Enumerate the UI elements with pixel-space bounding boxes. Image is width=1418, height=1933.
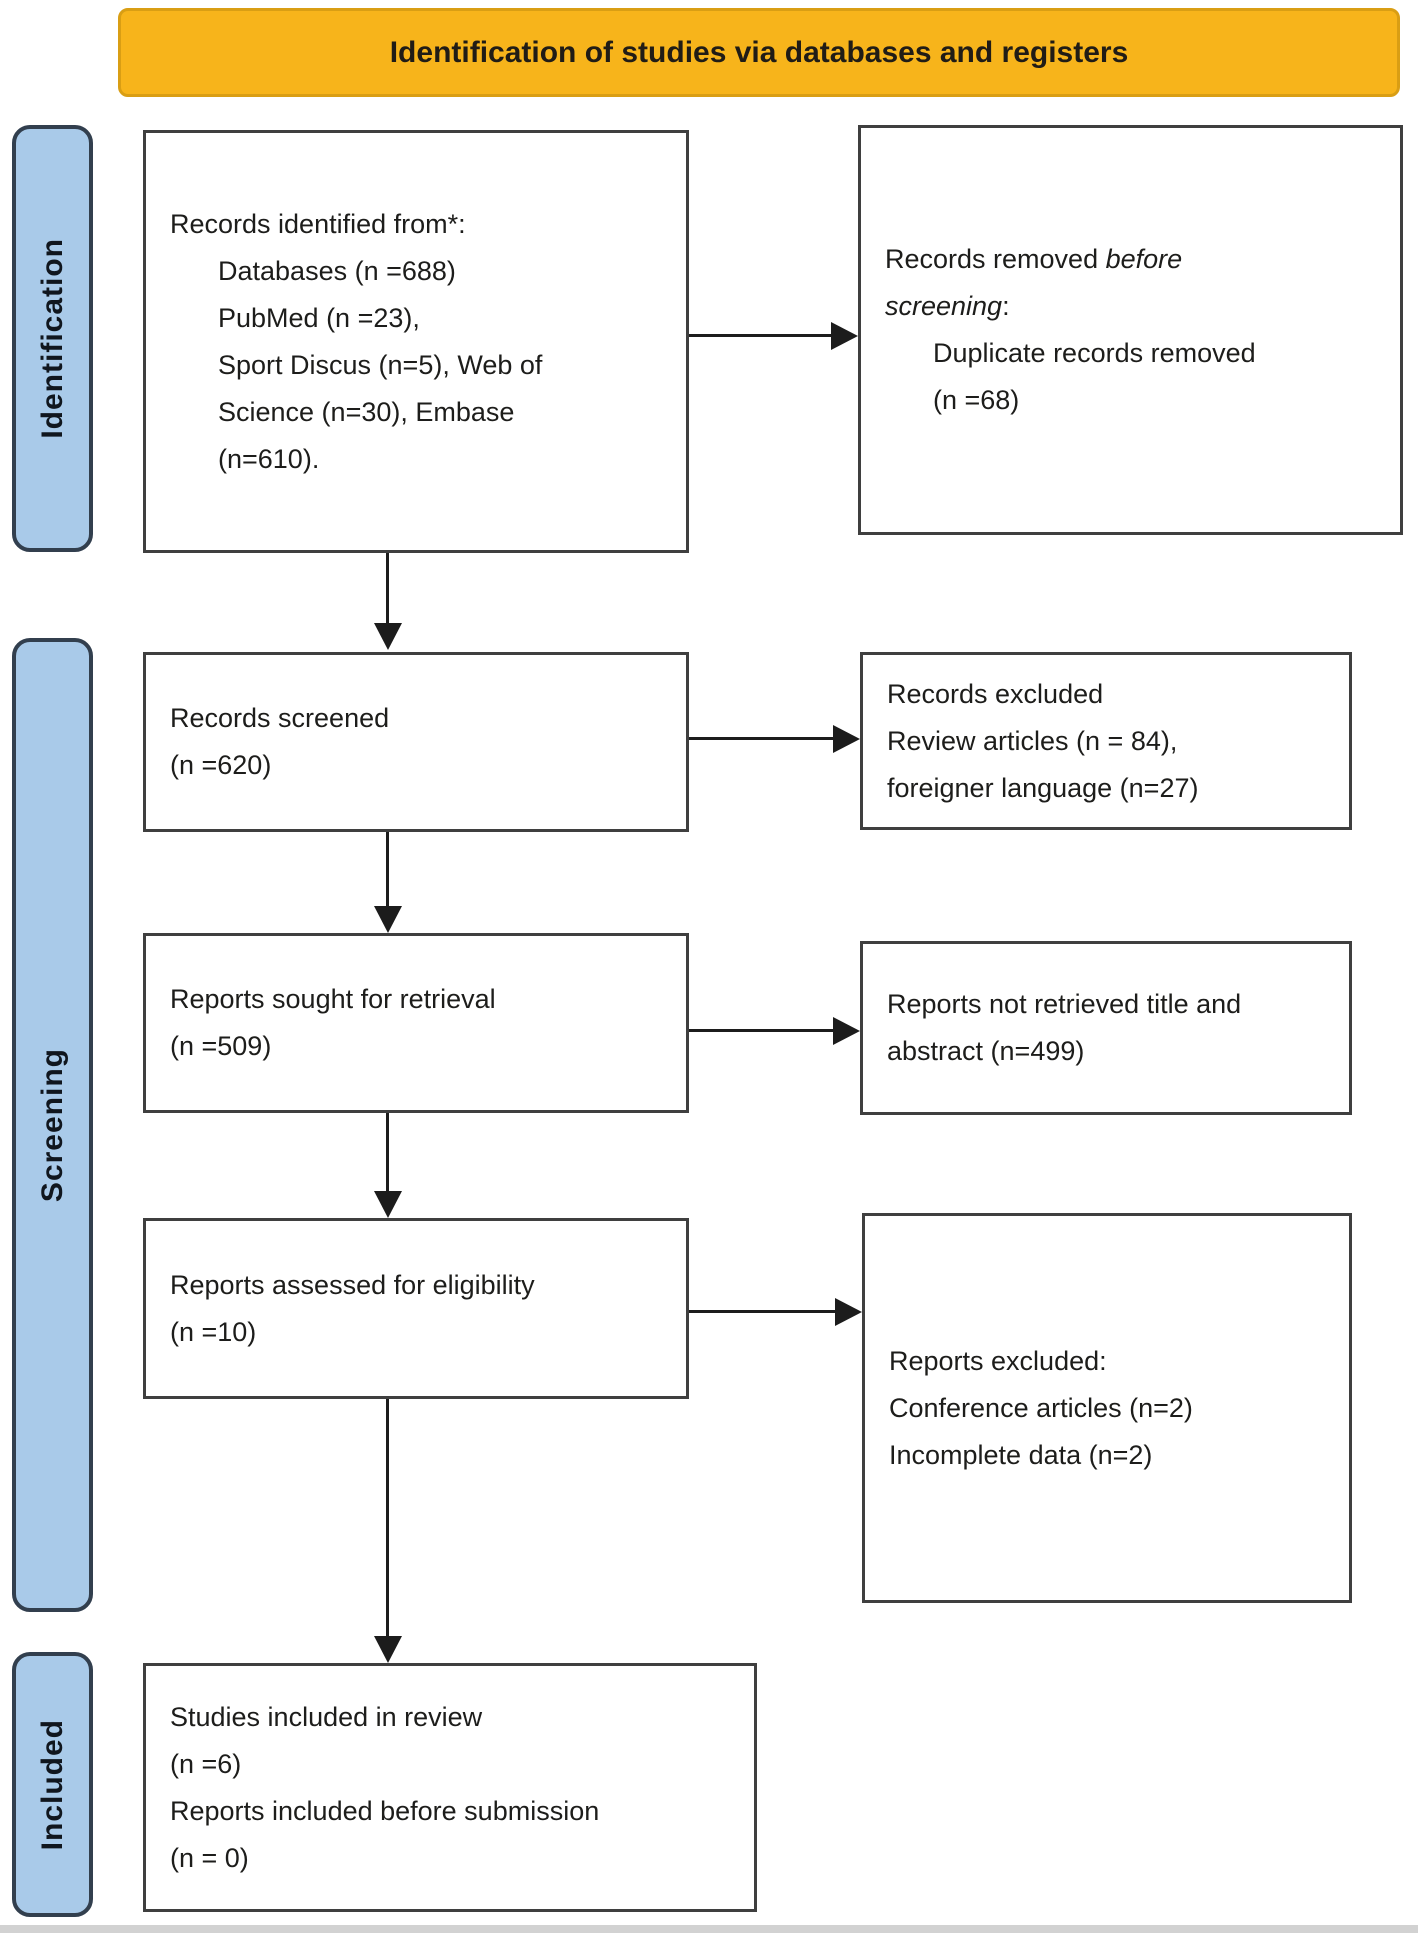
text-line: (n =6) (170, 1748, 242, 1779)
text-line: Duplicate records removed (933, 338, 1256, 368)
text-line: Records identified from*: (170, 208, 466, 239)
box-reports-excluded: Reports excluded: Conference articles (n… (862, 1213, 1352, 1603)
text-line: (n =68) (933, 385, 1020, 415)
arrow-shaft (386, 832, 389, 908)
text-line: foreigner language (n=27) (887, 772, 1199, 803)
box-records-screened: Records screened (n =620) (143, 652, 689, 832)
text-line: Sport Discus (n=5), Web of (218, 349, 543, 380)
text-line: Reports excluded: (889, 1345, 1107, 1376)
arrow-shaft (689, 737, 835, 740)
text-segment: Records removed (885, 244, 1106, 274)
arrow-shaft (386, 1113, 389, 1193)
arrow-shaft (689, 1029, 835, 1032)
arrow-head-right-icon (833, 725, 860, 753)
side-label-included: Included (12, 1652, 93, 1917)
text-line: Reports sought for retrieval (170, 984, 496, 1014)
text-line: (n =10) (170, 1316, 257, 1347)
text-line: Studies included in review (170, 1701, 483, 1732)
arrow-head-down-icon (374, 623, 402, 650)
box-reports-not-retrieved: Reports not retrieved title and abstract… (860, 941, 1352, 1115)
banner-title-text: Identification of studies via databases … (389, 35, 1129, 69)
text-line: Conference articles (n=2) (889, 1392, 1193, 1423)
text-line: Databases (n =688) (218, 255, 456, 286)
arrow-head-right-icon (833, 1017, 860, 1045)
side-label-screening: Screening (12, 638, 93, 1612)
side-label-screening-text: Screening (35, 1047, 69, 1203)
box-records-removed: Records removed before screening: Duplic… (858, 125, 1403, 535)
box-reports-sought: Reports sought for retrieval (n =509) (143, 933, 689, 1113)
side-label-identification-text: Identification (35, 238, 69, 439)
banner-title: Identification of studies via databases … (118, 8, 1400, 97)
text-segment: : (1002, 291, 1010, 321)
arrow-shaft (386, 553, 389, 626)
text-line: Review articles (n = 84), (887, 725, 1178, 756)
box-reports-assessed: Reports assessed for eligibility (n =10) (143, 1218, 689, 1399)
arrow-head-right-icon (831, 322, 858, 350)
text-line: (n =620) (170, 750, 272, 780)
text-line: Reports included before submission (170, 1795, 600, 1826)
text-line: abstract (n=499) (887, 1036, 1085, 1066)
arrow-head-down-icon (374, 1636, 402, 1663)
text-line: Records screened (170, 703, 390, 733)
arrow-shaft (689, 1310, 837, 1313)
arrow-shaft (386, 1399, 389, 1639)
text-line: Reports assessed for eligibility (170, 1269, 535, 1300)
box-studies-included: Studies included in review (n =6) Report… (143, 1663, 757, 1912)
text-segment-italic: screening (885, 291, 1003, 321)
box-records-identified: Records identified from*: Databases (n =… (143, 130, 689, 553)
text-line: (n=610). (218, 443, 320, 474)
arrow-shaft (689, 334, 834, 337)
text-line: Records removed before (885, 236, 1380, 283)
text-line: (n = 0) (170, 1842, 249, 1873)
side-label-identification: Identification (12, 125, 93, 552)
page-edge-artifact (0, 1925, 1418, 1933)
text-line: Incomplete data (n=2) (889, 1439, 1153, 1470)
text-line: PubMed (n =23), (218, 302, 420, 333)
arrow-head-down-icon (374, 1191, 402, 1218)
text-line: Reports not retrieved title and (887, 989, 1242, 1019)
text-line: (n =509) (170, 1031, 272, 1061)
side-label-included-text: Included (35, 1718, 69, 1851)
text-line: Records excluded (887, 678, 1104, 709)
box-records-excluded: Records excluded Review articles (n = 84… (860, 652, 1352, 830)
arrow-head-right-icon (835, 1298, 862, 1326)
text-segment-italic: before (1105, 244, 1183, 274)
arrow-head-down-icon (374, 906, 402, 933)
text-line: screening: (885, 283, 1380, 330)
text-line: Science (n=30), Embase (218, 396, 515, 427)
